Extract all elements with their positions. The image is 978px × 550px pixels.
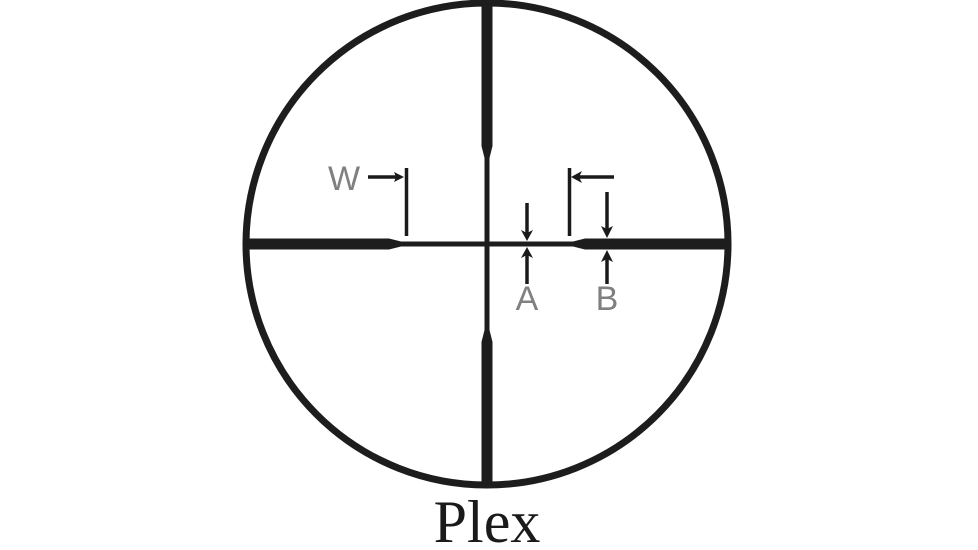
b-arrow-head-up-icon	[601, 250, 613, 262]
crosshair-post-top	[481, 3, 493, 242]
crosshair-post-right	[489, 238, 728, 250]
annotation-a	[521, 203, 533, 284]
annotation-b	[567, 168, 614, 284]
label-b: B	[596, 280, 619, 318]
crosshair-post-left	[246, 238, 485, 250]
b-side-arrow-head-icon	[571, 171, 582, 183]
a-arrow-head-up-icon	[521, 247, 533, 258]
w-arrow-head-icon	[394, 172, 404, 182]
reticle-caption: Plex	[434, 489, 541, 550]
label-w: W	[328, 160, 360, 198]
crosshair-hair-vertical	[484, 150, 490, 340]
b-arrow-head-down-icon	[601, 226, 613, 238]
label-a: A	[516, 280, 539, 318]
annotation-w	[368, 168, 409, 236]
crosshair-post-bottom	[481, 246, 493, 485]
crosshair-group	[246, 3, 728, 485]
a-arrow-head-down-icon	[521, 230, 533, 241]
